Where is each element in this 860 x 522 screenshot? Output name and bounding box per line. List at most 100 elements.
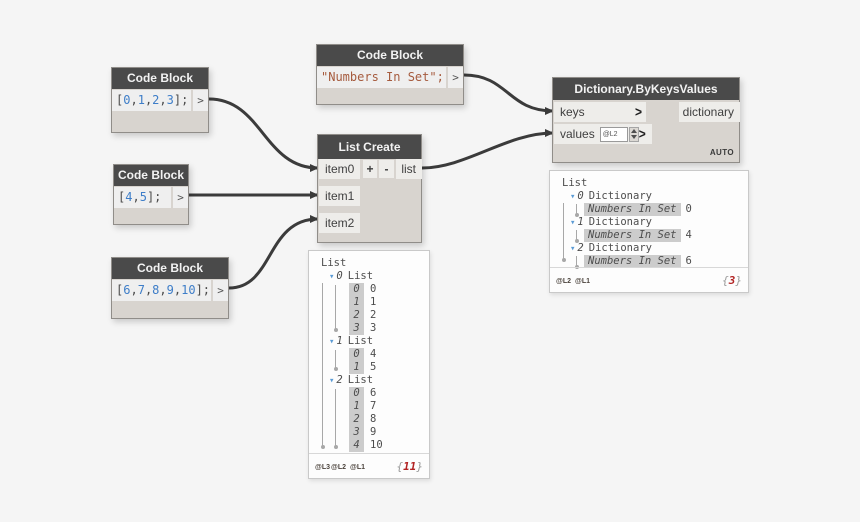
level-spinner[interactable] — [628, 126, 639, 142]
tree-guide-line — [574, 230, 579, 243]
wire-arrow-icon — [310, 215, 319, 223]
group-index: 2 — [336, 374, 343, 386]
preview-root-row: List — [321, 257, 347, 269]
code-input[interactable]: [4,5]; — [114, 187, 171, 208]
list-level-input[interactable]: @L2 — [599, 126, 628, 142]
code-input[interactable]: "Numbers In Set"; — [317, 67, 446, 88]
item-value: 5 — [370, 361, 377, 373]
output-port[interactable]: > — [173, 187, 188, 208]
item-value: 3 — [370, 322, 377, 334]
entry-type: Dictionary — [588, 216, 652, 228]
index-badge: 1 — [349, 361, 364, 374]
collapse-arrow-icon[interactable]: ▾ — [570, 218, 576, 228]
entry-index: 0 — [577, 190, 584, 202]
input-port-item0[interactable]: item0 — [319, 159, 360, 179]
values-port-label: values — [560, 127, 595, 141]
input-port-item2[interactable]: item2 — [319, 213, 360, 233]
wire-cb1-to-item0[interactable] — [207, 97, 320, 170]
code-block-node-2[interactable]: Code Block [4,5]; > — [113, 164, 189, 225]
code-token: 8 — [152, 283, 160, 297]
code-input[interactable]: [6,7,8,9,10]; — [112, 280, 211, 301]
code-token: 1 — [137, 93, 145, 107]
code-token: ]; — [195, 283, 211, 297]
wire-list-to-values[interactable] — [420, 131, 555, 170]
lacing-auto-badge[interactable]: AUTO — [709, 148, 734, 157]
group-label: List — [347, 335, 374, 347]
node-title[interactable]: List Create — [318, 135, 421, 159]
collapse-arrow-icon[interactable]: ▾ — [570, 244, 576, 254]
item-value: 8 — [370, 413, 377, 425]
output-port[interactable]: > — [448, 67, 463, 88]
spinner-down-icon[interactable] — [630, 135, 637, 139]
index-badge: 3 — [349, 426, 364, 439]
keys-port-label: keys — [560, 105, 585, 119]
dictionary-bykeysvalues-node[interactable]: Dictionary.ByKeysValues keys > dictionar… — [552, 77, 740, 163]
code-token: ]; — [173, 93, 189, 107]
wire-cb4-to-keys[interactable] — [462, 73, 555, 113]
wire-arrow-icon — [310, 164, 319, 172]
node-title[interactable]: Code Block — [112, 68, 208, 89]
tree-guide-line — [333, 350, 338, 371]
input-port-item1[interactable]: item1 — [319, 186, 360, 206]
code-input[interactable]: [0,1,2,3]; — [112, 90, 191, 111]
code-block-node-1[interactable]: Code Block [0,1,2,3]; > — [111, 67, 209, 133]
input-port-values[interactable]: values @L2 > — [554, 124, 652, 144]
code-block-node-3[interactable]: Code Block [6,7,8,9,10]; > — [111, 257, 229, 319]
collapse-arrow-icon[interactable]: ▾ — [329, 337, 335, 347]
dict-key-badge: Numbers In Set — [584, 229, 681, 242]
collapse-arrow-icon[interactable]: ▾ — [570, 192, 576, 202]
tree-guide-line — [333, 389, 338, 449]
node-title[interactable]: Code Block — [112, 258, 228, 279]
code-token: , — [173, 283, 182, 297]
code-token: , — [159, 283, 167, 297]
code-block-node-4[interactable]: Code Block "Numbers In Set"; > — [316, 44, 464, 105]
index-badge: 1 — [349, 400, 364, 413]
dict-value: 4 — [685, 229, 692, 241]
level-badges: @L2@L1 — [556, 278, 590, 285]
node-title[interactable]: Code Block — [317, 45, 463, 66]
item-value: 1 — [370, 296, 377, 308]
spinner-up-icon[interactable] — [630, 129, 637, 133]
input-port-keys[interactable]: keys > — [554, 102, 646, 122]
list-create-node[interactable]: List Create item0 + - list item1 item2 — [317, 134, 422, 243]
output-port[interactable]: > — [213, 280, 228, 301]
tree-guide-line — [320, 283, 325, 449]
code-token: "Numbers In Set"; — [321, 70, 444, 84]
item-value: 7 — [370, 400, 377, 412]
code-token: [ — [116, 283, 124, 297]
collapse-arrow-icon[interactable]: ▾ — [329, 272, 335, 282]
code-token: , — [132, 190, 140, 204]
index-badge: 0 — [349, 348, 364, 361]
add-input-button[interactable]: + — [363, 160, 377, 178]
code-token: 6 — [123, 283, 131, 297]
use-levels-chevron-icon[interactable]: > — [638, 125, 646, 143]
dict-key-badge: Numbers In Set — [584, 255, 681, 268]
code-token: 3 — [166, 93, 174, 107]
item-count-badge: {3} — [722, 273, 742, 287]
output-port-dictionary[interactable]: dictionary — [679, 102, 740, 122]
code-token: 5 — [139, 190, 147, 204]
wire-cb3-to-item2[interactable] — [227, 217, 320, 290]
dict-key-badge: Numbers In Set — [584, 203, 681, 216]
remove-input-button[interactable]: - — [379, 160, 394, 178]
output-port-list[interactable]: list — [396, 159, 422, 179]
index-badge: 2 — [349, 309, 364, 322]
output-port[interactable]: > — [193, 90, 208, 111]
collapse-arrow-icon[interactable]: ▾ — [329, 376, 335, 386]
code-token: , — [130, 93, 138, 107]
node-title[interactable]: Dictionary.ByKeysValues — [553, 78, 739, 100]
item-value: 6 — [370, 387, 377, 399]
node-title[interactable]: Code Block — [114, 165, 188, 186]
use-levels-chevron-icon[interactable]: > — [634, 103, 642, 121]
item-value: 0 — [370, 283, 377, 295]
